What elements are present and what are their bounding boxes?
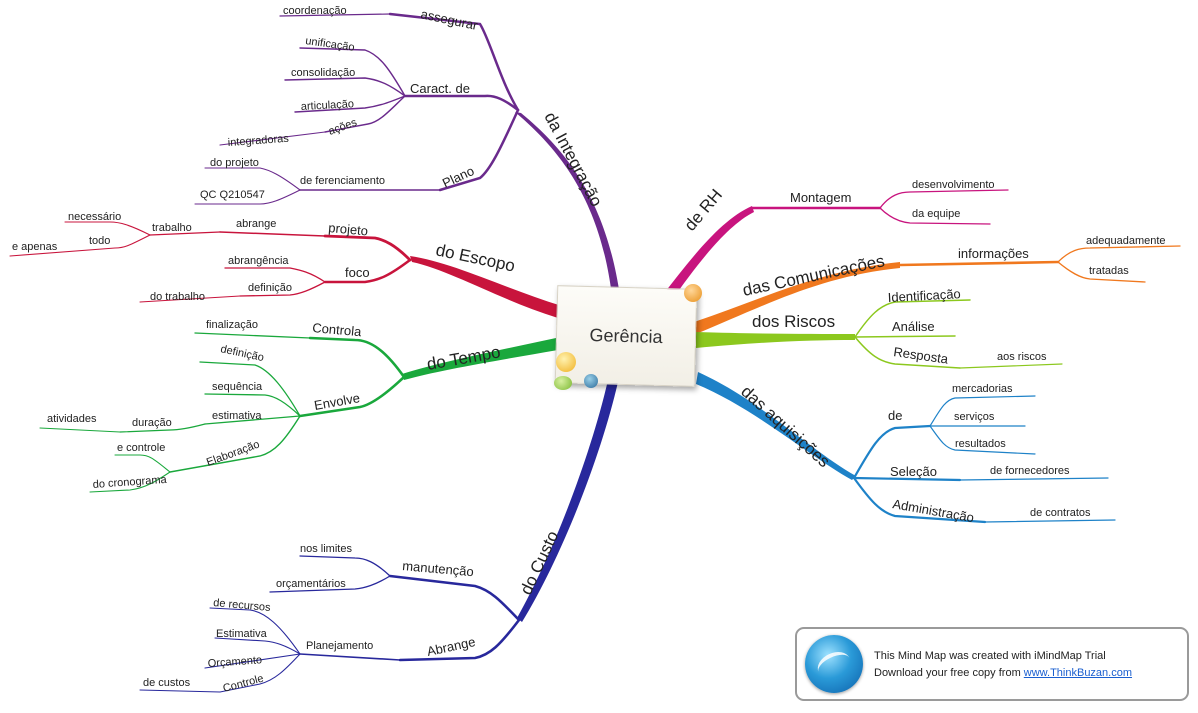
leaf-nos-limites: nos limites xyxy=(300,543,352,555)
leaf-de-contratos: de contratos xyxy=(1030,507,1091,519)
node-montagem: Montagem xyxy=(790,190,851,205)
leaf-analise: Análise xyxy=(892,319,935,334)
leaf-de-fornecedores: de fornecedores xyxy=(990,465,1070,477)
leaf-integradoras: integradoras xyxy=(227,133,289,149)
node-trabalho: trabalho xyxy=(152,222,192,234)
node-foco: foco xyxy=(345,265,370,280)
branch-label-integracao: da Integração xyxy=(540,109,606,210)
leaf-tratadas: tratadas xyxy=(1089,265,1129,277)
node-abrange-custo: Abrange xyxy=(426,634,477,659)
branch-custo xyxy=(139,380,618,693)
leaf-abrangencia: abrangência xyxy=(228,255,289,267)
imindmap-logo-icon xyxy=(805,635,863,693)
trial-promo-box: This Mind Map was created with iMindMap … xyxy=(795,627,1189,701)
node-projeto: projeto xyxy=(328,220,369,238)
leaf-unificacao: unificação xyxy=(305,35,356,54)
leaf-identificacao: Identificação xyxy=(887,286,961,305)
leaf-controle: Controle xyxy=(222,673,265,695)
leaf-atividades: atividades xyxy=(47,413,97,425)
leaf-de-recursos: de recursos xyxy=(213,597,272,614)
leaf-finalizacao: finalização xyxy=(206,319,258,331)
node-selecao: Seleção xyxy=(890,464,937,479)
leaf-do-cronograma: do cronograma xyxy=(92,474,168,491)
branch-label-aquisicoes: das aquisições xyxy=(737,382,833,471)
leaf-definicao-escopo: definição xyxy=(248,282,292,294)
leaf-duracao: duração xyxy=(132,417,172,429)
node-administracao: Administração xyxy=(891,496,975,525)
leaf-e-apenas: e apenas xyxy=(12,241,58,253)
node-planejamento: Planejamento xyxy=(306,640,373,652)
node-abrange-escopo: abrange xyxy=(236,218,276,230)
leaf-de-custos: de custos xyxy=(143,677,191,689)
leaf-mercadorias: mercadorias xyxy=(952,383,1013,395)
promo-line2-prefix: Download your free copy from xyxy=(874,667,1024,679)
leaf-sticker-icon xyxy=(554,376,572,390)
central-topic[interactable]: Gerência xyxy=(554,285,698,387)
node-controla: Controla xyxy=(312,320,363,339)
leaf-do-trabalho: do trabalho xyxy=(150,291,205,303)
leaf-consolidacao: consolidação xyxy=(291,67,355,79)
branch-riscos xyxy=(696,299,1063,369)
promo-line1: This Mind Map was created with iMindMap … xyxy=(874,650,1106,662)
leaf-qc: QC Q210547 xyxy=(200,189,265,201)
leaf-acoes: ações xyxy=(327,116,359,137)
node-plano: Plano xyxy=(440,163,476,191)
leaf-e-controle: e controle xyxy=(117,442,165,454)
leaf-definicao-tempo: definição xyxy=(219,343,265,364)
central-topic-label: Gerência xyxy=(589,324,663,347)
branch-comunicacoes xyxy=(694,245,1181,334)
branch-label-comunicacoes: das Comunicações xyxy=(741,251,886,300)
leaf-coordenacao: coordenação xyxy=(283,5,347,17)
leaf-sequencia: sequência xyxy=(212,381,263,393)
node-elaboracao: Elaboração xyxy=(205,439,261,469)
branch-tempo xyxy=(39,332,558,493)
leaf-resultados: resultados xyxy=(955,438,1006,450)
sun-sticker-icon xyxy=(556,352,576,372)
pushpin-blue-icon xyxy=(584,374,598,388)
leaf-da-equipe: da equipe xyxy=(912,208,960,220)
node-de-ferenciamento: de ferenciamento xyxy=(300,175,385,187)
thinkbuzan-link[interactable]: www.ThinkBuzan.com xyxy=(1023,667,1133,679)
node-informacoes: informações xyxy=(958,246,1029,261)
branch-rh xyxy=(662,189,1009,300)
node-caract-de: Caract. de xyxy=(410,81,470,96)
branch-label-tempo: do Tempo xyxy=(425,342,502,374)
leaf-estimativa-tempo: estimativa xyxy=(212,410,262,422)
leaf-todo: todo xyxy=(89,235,110,247)
branch-label-riscos: dos Riscos xyxy=(752,312,835,331)
leaf-articulacao: articulação xyxy=(301,98,355,113)
node-manutencao: manutenção xyxy=(402,558,475,579)
branch-aquisicoes xyxy=(696,372,1116,524)
pushpin-icon xyxy=(684,284,702,302)
node-assegurar: assegurar xyxy=(419,6,479,33)
branch-escopo xyxy=(9,221,562,318)
node-de: de xyxy=(888,408,902,423)
leaf-resposta: Resposta xyxy=(893,344,950,367)
leaf-necessario: necessário xyxy=(68,211,121,223)
leaf-do-projeto: do projeto xyxy=(210,157,259,169)
leaf-orcamentarios: orçamentários xyxy=(276,578,346,590)
leaf-desenvolvimento: desenvolvimento xyxy=(912,179,995,191)
leaf-estimativa-custo: Estimativa xyxy=(216,628,268,640)
promo-line2: Download your free copy from www.ThinkBu… xyxy=(874,667,1132,679)
branch-label-rh: de RH xyxy=(681,185,727,234)
leaf-servicos: serviços xyxy=(954,411,995,423)
leaf-aos-riscos: aos riscos xyxy=(997,351,1047,363)
leaf-orcamento: Orçamento xyxy=(207,654,262,670)
branch-integracao xyxy=(194,12,620,296)
leaf-adequadamente: adequadamente xyxy=(1086,235,1166,247)
